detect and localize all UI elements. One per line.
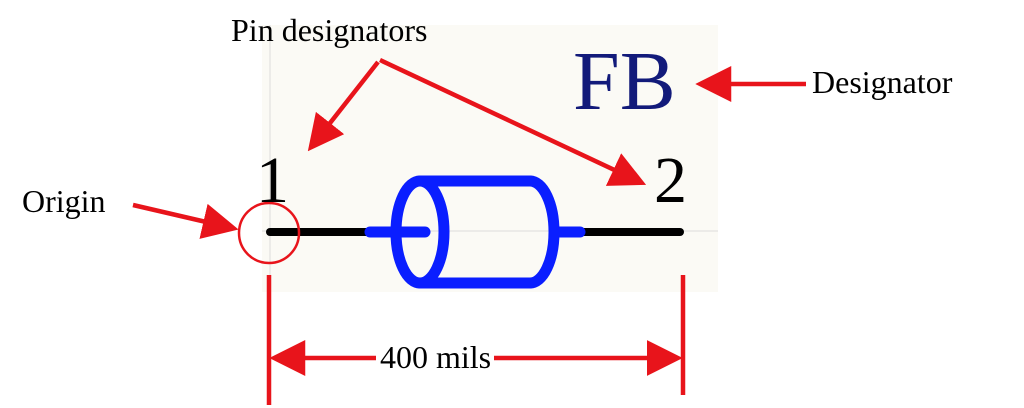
pin-1-designator: 1	[256, 144, 289, 217]
ferrite-bead-body	[364, 175, 586, 289]
dimension-annotation	[266, 275, 686, 405]
pin-2-designator: 2	[654, 144, 687, 217]
origin-label: Origin	[22, 183, 106, 219]
origin-circle	[237, 201, 301, 265]
arrow-to-pin-1	[307, 60, 380, 152]
designator-label: Designator	[812, 64, 953, 100]
component-designator: FB	[573, 35, 676, 128]
dimension-label: 400 mils	[380, 339, 492, 375]
pin-designators-label: Pin designators	[231, 12, 428, 48]
annotation-arrows	[132, 57, 806, 239]
arrow-to-origin	[132, 202, 239, 239]
arrow-to-pin-2	[379, 57, 647, 186]
